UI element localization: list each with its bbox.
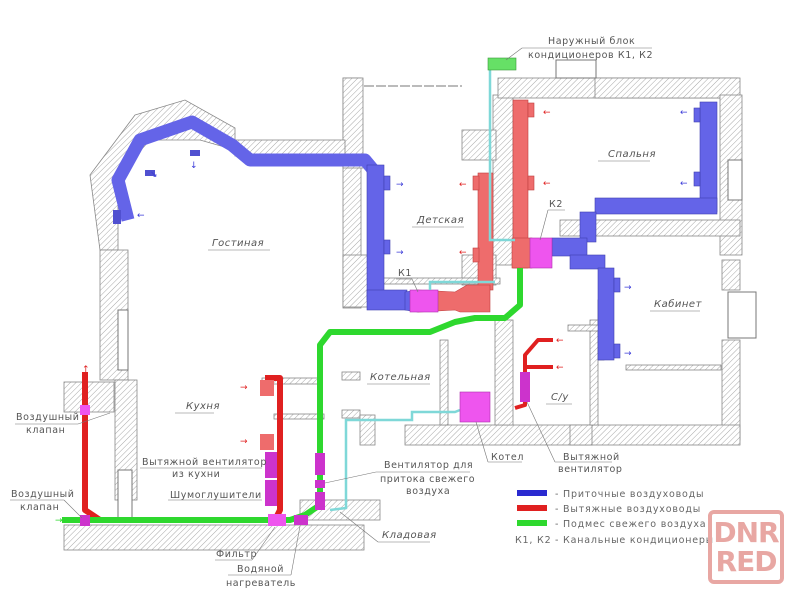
outdoor-unit — [487, 57, 517, 71]
svg-text:←: ← — [680, 179, 688, 189]
silencers-label: Шумоглушители — [170, 490, 262, 501]
room-label-bathroom: С/у — [551, 392, 569, 403]
svg-text:←: ← — [137, 211, 145, 221]
kitchen-fan-label-line1: Вытяжной вентилятор — [142, 457, 267, 468]
svg-text:←: ← — [680, 108, 688, 118]
svg-text:→: → — [240, 383, 248, 393]
svg-text:↑: ↑ — [82, 365, 90, 375]
callouts — [10, 47, 652, 576]
svg-text:→: → — [396, 248, 404, 258]
boiler-label: Котел — [491, 452, 524, 463]
legend-note-text: - Канальные кондиционеры — [555, 535, 714, 546]
room-label-living: Гостиная — [212, 238, 264, 249]
exhaust-fan-label-line2: вентилятор — [558, 464, 623, 475]
windows — [117, 59, 757, 521]
walls — [63, 77, 743, 551]
air-valve-top-label-line1: Воздушный — [16, 412, 80, 423]
legend-text-fresh: - Подмес свежего воздуха — [555, 519, 706, 530]
watermark-line1: DNR — [713, 516, 779, 549]
legend-item-exhaust: - Вытяжные воздуховоды — [517, 504, 701, 515]
legend-note-key: К1, К2 — [515, 535, 551, 546]
legend-swatch-exhaust — [517, 505, 547, 511]
legend: - Приточные воздуховоды - Вытяжные возду… — [515, 489, 714, 546]
svg-text:←: ← — [459, 180, 467, 190]
refrigerant-lines — [329, 68, 515, 512]
svg-text:↓: ↓ — [190, 161, 198, 171]
living-room-grilles — [113, 150, 200, 224]
heater-label-line1: Водяной — [237, 564, 284, 575]
exhaust-fan-label-line1: Вытяжной — [563, 452, 620, 463]
svg-text:→: → — [240, 437, 248, 447]
svg-text:→: → — [396, 180, 404, 190]
svg-text:←: ← — [556, 363, 564, 373]
legend-item-fresh: - Подмес свежего воздуха — [517, 519, 706, 530]
supply-fan-label-line3: воздуха — [406, 486, 450, 497]
watermark-line2: RED — [715, 545, 778, 578]
watermark-logo: DNR RED — [708, 510, 784, 584]
k2-label: К2 — [549, 199, 563, 210]
svg-text:←: ← — [459, 248, 467, 258]
bathroom-exhaust-duct — [514, 338, 553, 410]
legend-item-units: К1, К2 - Канальные кондиционеры — [515, 535, 714, 546]
k1-label: К1 — [398, 268, 412, 279]
outdoor-unit-label-line1: Наружный блок — [548, 36, 635, 47]
supply-fan-label-line1: Вентилятор для — [384, 460, 473, 471]
k2-unit — [529, 237, 553, 269]
legend-text-supply: - Приточные воздуховоды — [555, 489, 704, 500]
legend-swatch-fresh — [517, 520, 547, 526]
kitchen-fan-label-line2: из кухни — [172, 469, 220, 480]
supply-fan-label-line2: притока свежего — [380, 474, 475, 485]
fresh-air-equipment — [80, 453, 325, 526]
legend-item-supply: - Приточные воздуховоды — [517, 489, 704, 500]
boiler — [459, 391, 491, 423]
svg-text:→: → — [624, 283, 632, 293]
legend-text-exhaust: - Вытяжные воздуховоды — [555, 504, 701, 515]
heater-label-line2: нагреватель — [226, 578, 296, 589]
room-label-boiler-room: Котельная — [370, 372, 431, 383]
room-label-kitchen: Кухня — [186, 401, 220, 412]
outdoor-unit-label-line2: кондиционеров К1, К2 — [528, 50, 653, 61]
svg-text:←: ← — [543, 108, 551, 118]
air-valve-bottom-label-line2: клапан — [20, 502, 59, 513]
legend-swatch-supply — [517, 490, 547, 496]
room-label-nursery: Детская — [416, 215, 464, 226]
svg-text:→: → — [55, 516, 63, 526]
room-labels: Гостиная Детская Спальня Кабинет Кухня К… — [175, 149, 703, 543]
airflow-arrows: → → ← ← ← ← ← ← → → ← ← → → → ↑ ↘ ↓ ← — [55, 108, 688, 526]
filter-label: Фильтр — [216, 549, 257, 560]
room-label-study: Кабинет — [654, 298, 703, 310]
air-valve-bottom-label-line1: Воздушный — [11, 489, 75, 500]
svg-text:←: ← — [543, 179, 551, 189]
svg-text:↘: ↘ — [150, 170, 158, 180]
air-valve-top-label-line2: клапан — [26, 425, 65, 436]
room-label-bedroom: Спальня — [608, 149, 656, 160]
k1-unit — [409, 289, 439, 313]
callout-labels: Наружный блок кондиционеров К1, К2 К1 К2… — [11, 36, 653, 589]
svg-text:→: → — [624, 349, 632, 359]
svg-text:←: ← — [556, 336, 564, 346]
room-label-storage: Кладовая — [382, 530, 437, 541]
